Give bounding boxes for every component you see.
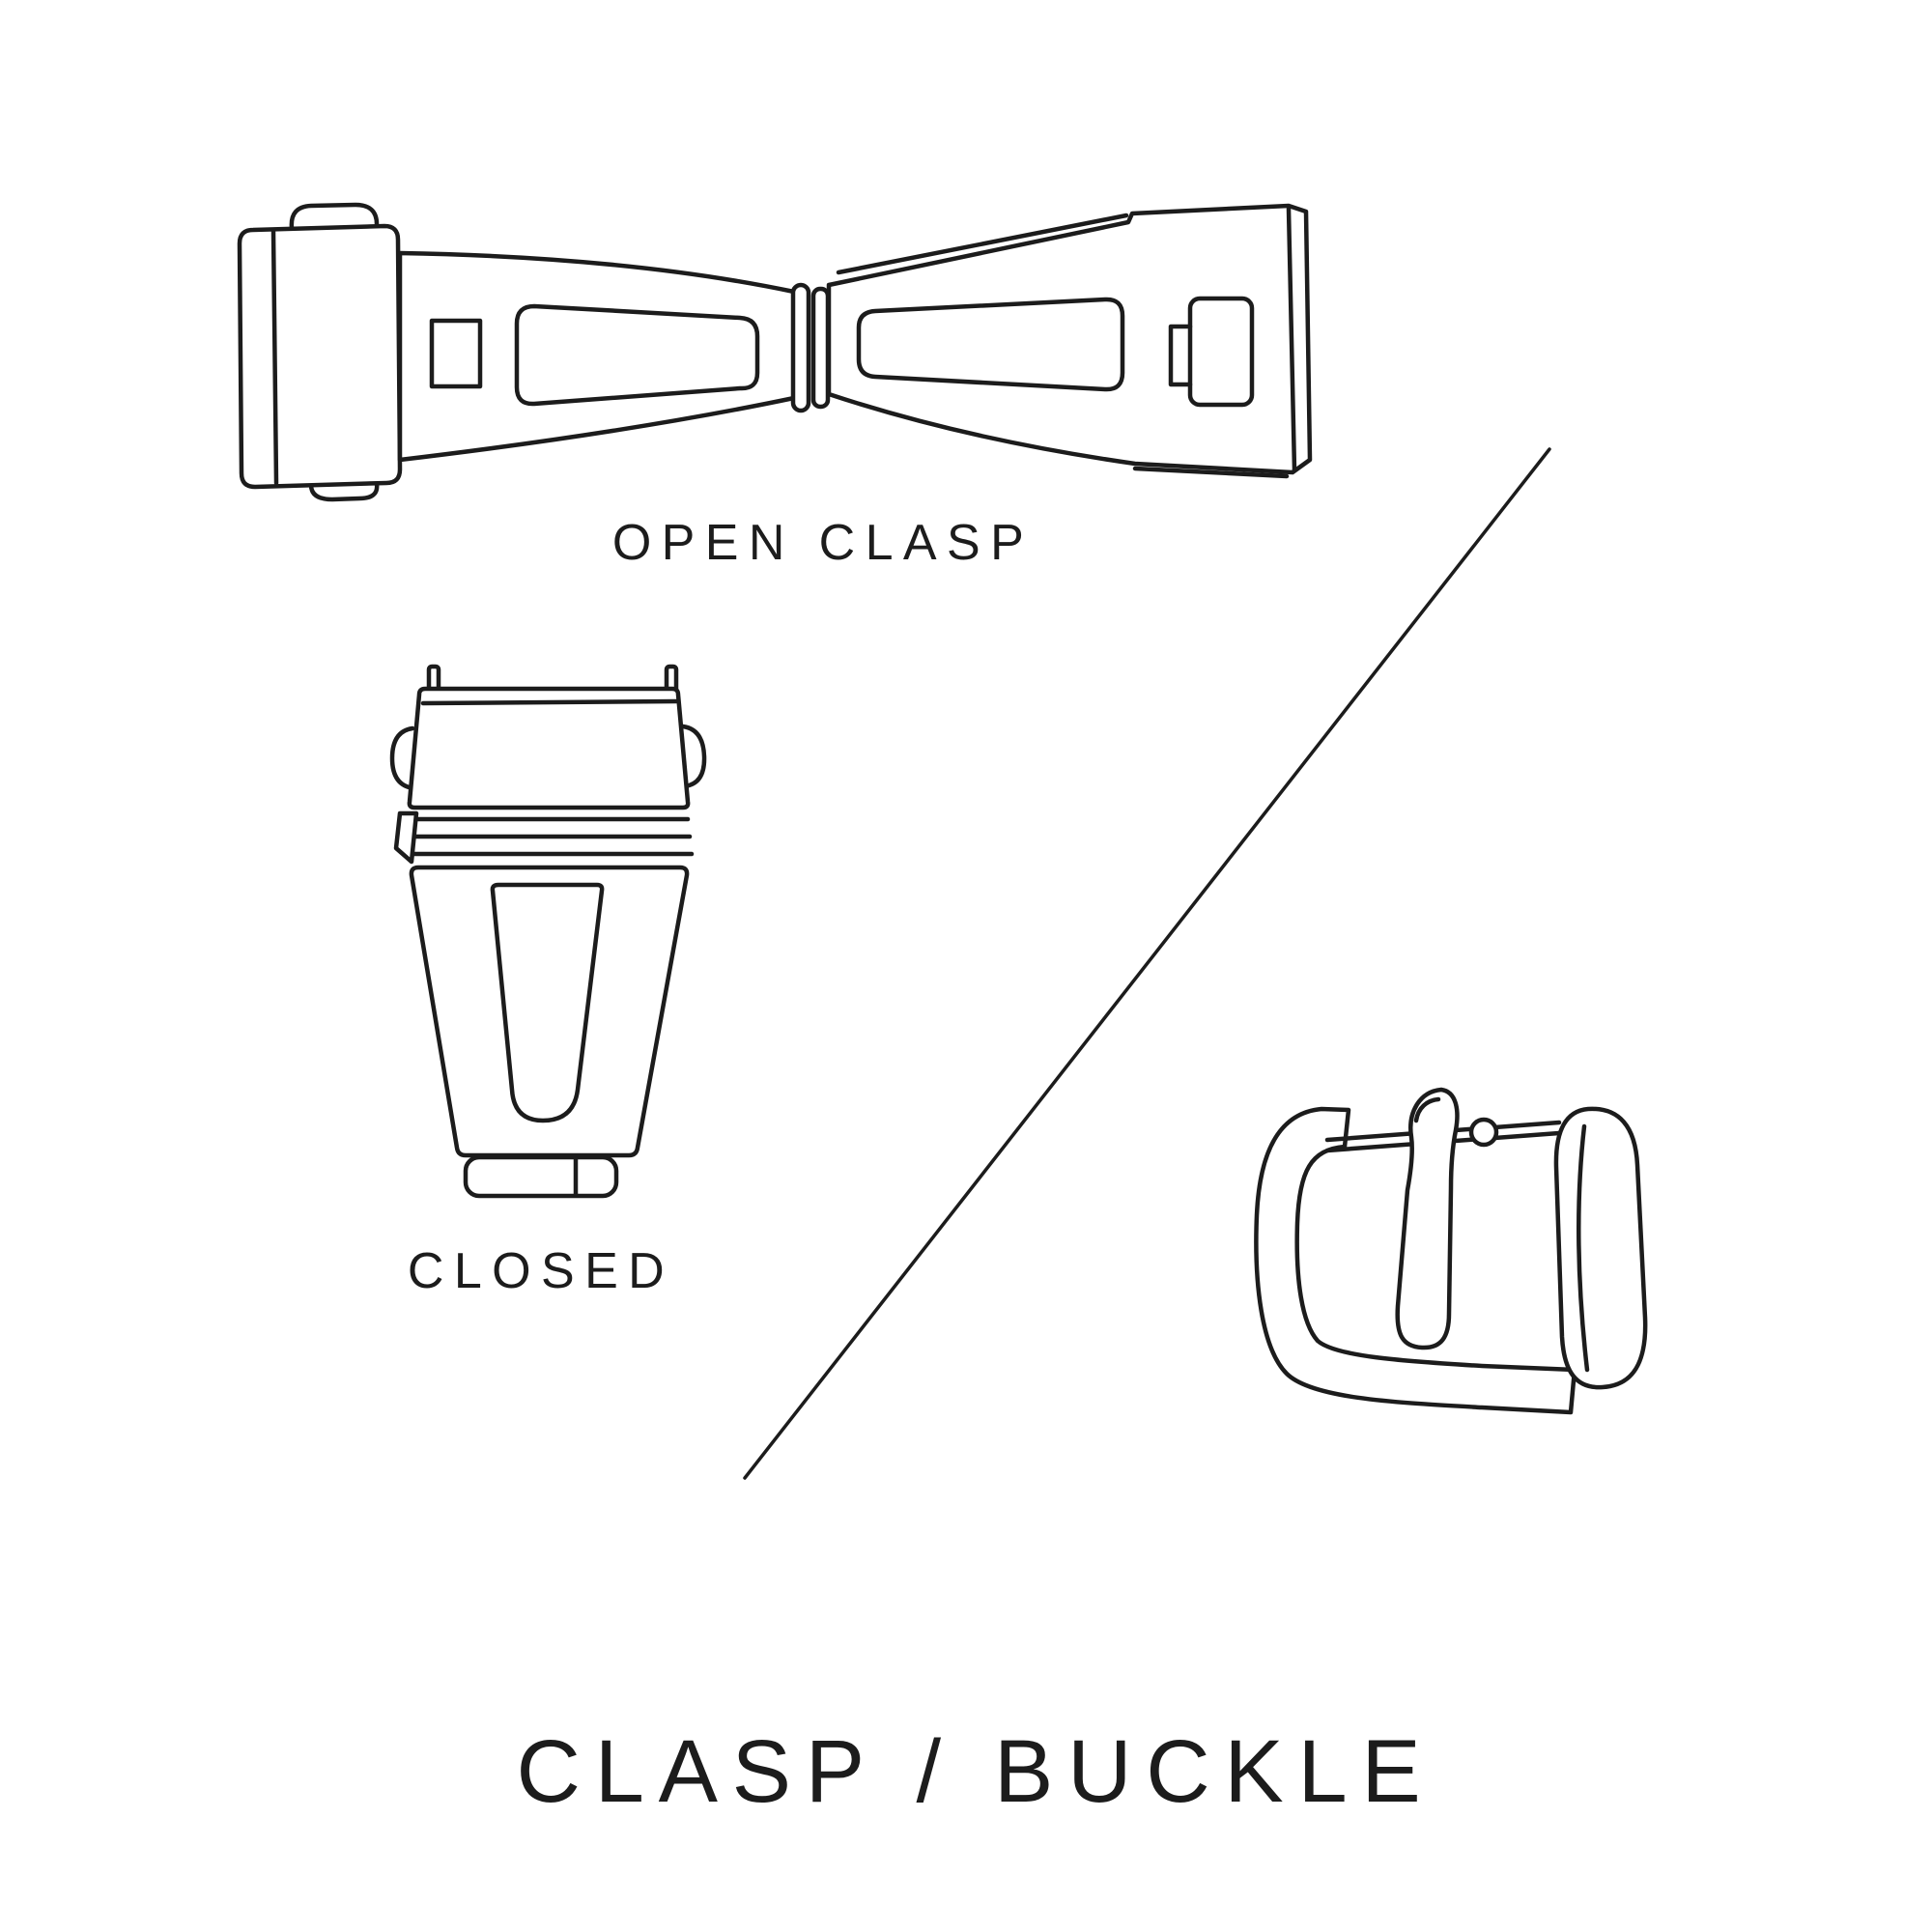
open-clasp-cap-top-tab <box>289 202 380 231</box>
buckle-pin-coil <box>1468 1117 1499 1148</box>
closed-clasp-label: CLOSED <box>407 1243 675 1299</box>
open-clasp-right-end-plate-line <box>1286 206 1297 473</box>
closed-clasp-top-block <box>407 686 691 810</box>
open-clasp-right-top-edge-line <box>836 213 1129 275</box>
closed-clasp-illustration <box>389 664 707 1199</box>
buckle-tongue-wrap-line <box>1413 1096 1441 1123</box>
buckle-tongue <box>1395 1087 1460 1350</box>
open-clasp-left-cap <box>237 223 403 490</box>
open-clasp-right-bottom-facet-line <box>1132 466 1290 479</box>
open-clasp-left-inner-panel <box>514 303 760 407</box>
closed-clasp-top-block-line <box>420 698 679 706</box>
buckle-far-bar <box>1553 1106 1648 1390</box>
closed-clasp-body <box>409 865 690 1158</box>
open-clasp-cap-bottom-tab <box>308 481 380 502</box>
buckle-far-bar-inner-line <box>1577 1123 1590 1373</box>
closed-clasp-ear-right <box>680 724 707 789</box>
closed-clasp-inner-outline <box>490 882 605 1123</box>
open-clasp-latch-hook <box>1168 324 1193 387</box>
open-clasp-label: OPEN CLASP <box>611 515 1035 571</box>
closed-clasp-bottom-bar <box>463 1154 619 1199</box>
open-clasp-hinge-bar-2 <box>810 286 831 410</box>
open-clasp-latch <box>1187 296 1255 408</box>
diagonal-divider <box>743 447 1551 1480</box>
buckle-frame <box>1254 1106 1577 1415</box>
closed-clasp-left-flap <box>393 810 419 865</box>
open-clasp-hinge-bar-1 <box>790 282 811 413</box>
open-clasp-left-cap-fold-line <box>270 229 279 486</box>
open-clasp-illustration <box>237 202 1313 502</box>
buckle-illustration <box>1254 1087 1648 1415</box>
open-clasp-right-inner-panel <box>856 297 1125 392</box>
closed-clasp-ear-left <box>389 725 416 791</box>
open-clasp-right-arm <box>826 203 1313 475</box>
open-clasp-left-notch <box>429 318 483 389</box>
diagram-title: CLASP / BUCKLE <box>516 1722 1435 1821</box>
